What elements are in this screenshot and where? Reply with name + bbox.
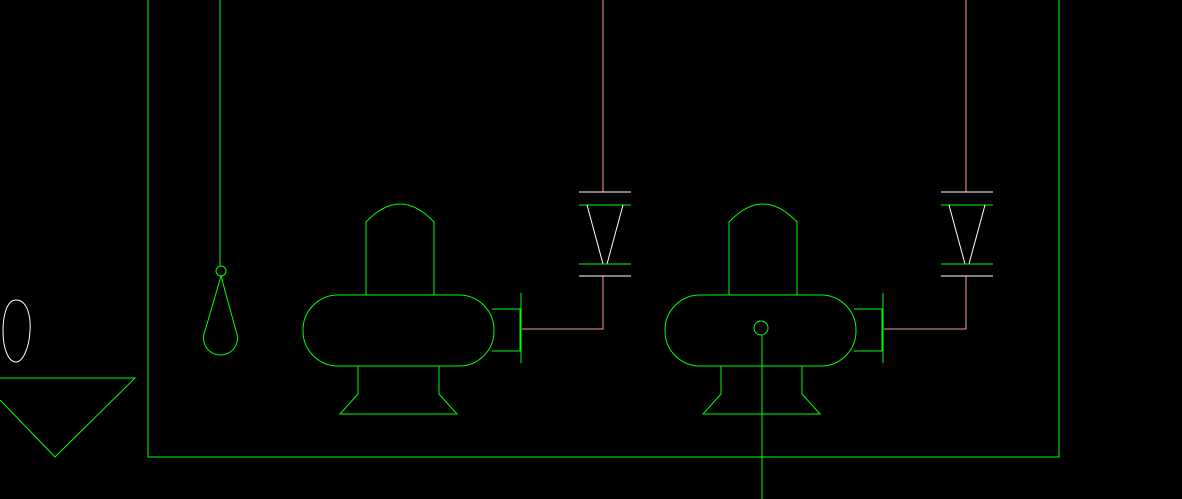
pump-2-casing bbox=[664, 294, 857, 367]
pump-2-motor bbox=[728, 203, 798, 295]
discharge-pipe-1 bbox=[522, 0, 604, 330]
discharge-pipe-2 bbox=[884, 0, 967, 330]
pump-1-casing bbox=[302, 294, 495, 367]
pump-2-nozzle bbox=[854, 308, 883, 352]
sump-hopper bbox=[0, 377, 137, 458]
pump-1 bbox=[302, 203, 522, 415]
check-valve-2 bbox=[941, 191, 993, 277]
float-switch bbox=[203, 0, 238, 356]
pump-1-motor bbox=[365, 203, 435, 295]
level-float-indicator bbox=[2, 299, 31, 363]
tank-outline bbox=[147, 0, 1060, 458]
check-valve-1 bbox=[579, 191, 631, 277]
pump-2 bbox=[664, 203, 884, 415]
level-sensor-line bbox=[753, 320, 769, 499]
pump-1-base bbox=[338, 366, 459, 415]
pump-1-nozzle bbox=[492, 308, 521, 352]
